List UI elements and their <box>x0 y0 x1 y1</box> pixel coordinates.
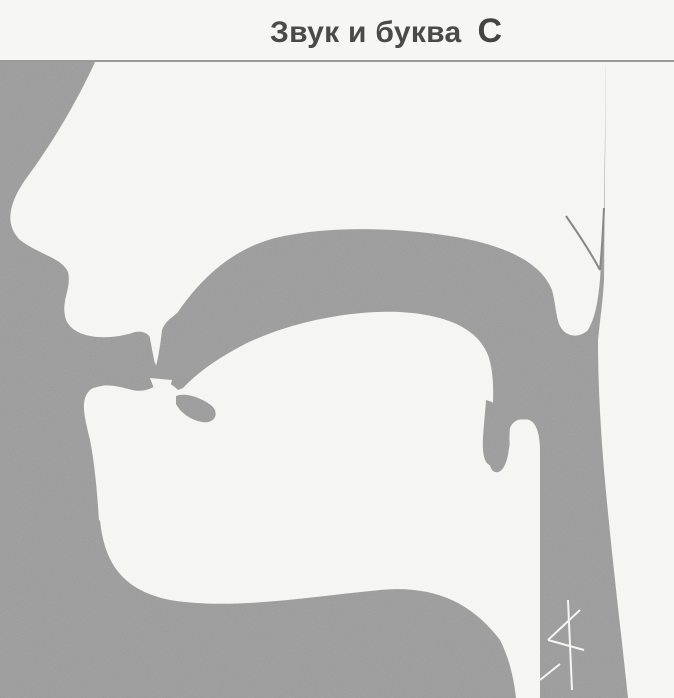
title-letter: С <box>477 12 502 51</box>
page-title: Звук и буква С <box>270 12 502 51</box>
articulation-diagram <box>0 62 674 698</box>
title-word: Звук и буква <box>270 16 461 50</box>
header: Звук и буква С <box>0 0 674 60</box>
articulation-svg <box>0 62 674 698</box>
